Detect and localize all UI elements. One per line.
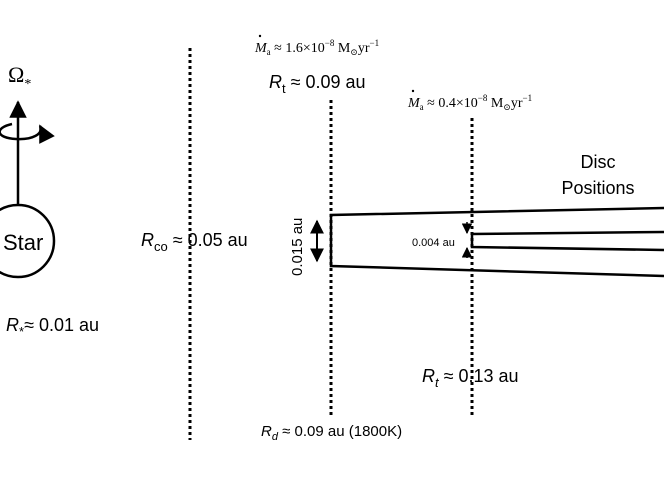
outer-mdot-dot [411, 89, 415, 93]
outer-accretion-rate-label: Ma ≈ 0.4×10−8 M⊙yr−1 [407, 93, 532, 112]
thin-disc-outline [470, 230, 664, 252]
inner-truncation-radius-label: Rt ≈ 0.09 au [269, 72, 366, 96]
star-group: Star Ω* R*≈ 0.01 au [0, 62, 99, 339]
inner-accretion-rate-label: Ma ≈ 1.6×10−8 M⊙yr−1 [254, 38, 379, 57]
star-label: Star [3, 230, 43, 255]
thick-disc-height-label: 0.015 au [289, 218, 306, 276]
corotation-radius-label: Rco ≈ 0.05 au [141, 230, 248, 254]
dust-radius-label: Rd ≈ 0.09 au (1800K) [261, 423, 402, 443]
inner-truncation-group: Ma ≈ 1.6×10−8 M⊙yr−1 Rt ≈ 0.09 au Rd ≈ 0… [254, 34, 402, 443]
omega-label: Ω* [8, 62, 31, 92]
disc-label-line1: Disc [581, 152, 616, 172]
thick-disc-outline [329, 206, 664, 278]
outer-truncation-radius-label: Rt ≈ 0.13 au [422, 366, 519, 390]
rotation-arrow-icon [0, 122, 55, 144]
stellar-radius-label: R*≈ 0.01 au [6, 315, 99, 339]
thin-disc-height-label: 0.004 au [412, 237, 455, 249]
disc-label-line2: Positions [561, 178, 634, 198]
corotation-group: Rco ≈ 0.05 au [141, 48, 248, 440]
inner-mdot-dot [258, 34, 262, 38]
disc-positions-label: Disc Positions [561, 152, 634, 198]
outer-truncation-group: Ma ≈ 0.4×10−8 M⊙yr−1 Rt ≈ 0.13 au 0.004 … [407, 89, 532, 418]
